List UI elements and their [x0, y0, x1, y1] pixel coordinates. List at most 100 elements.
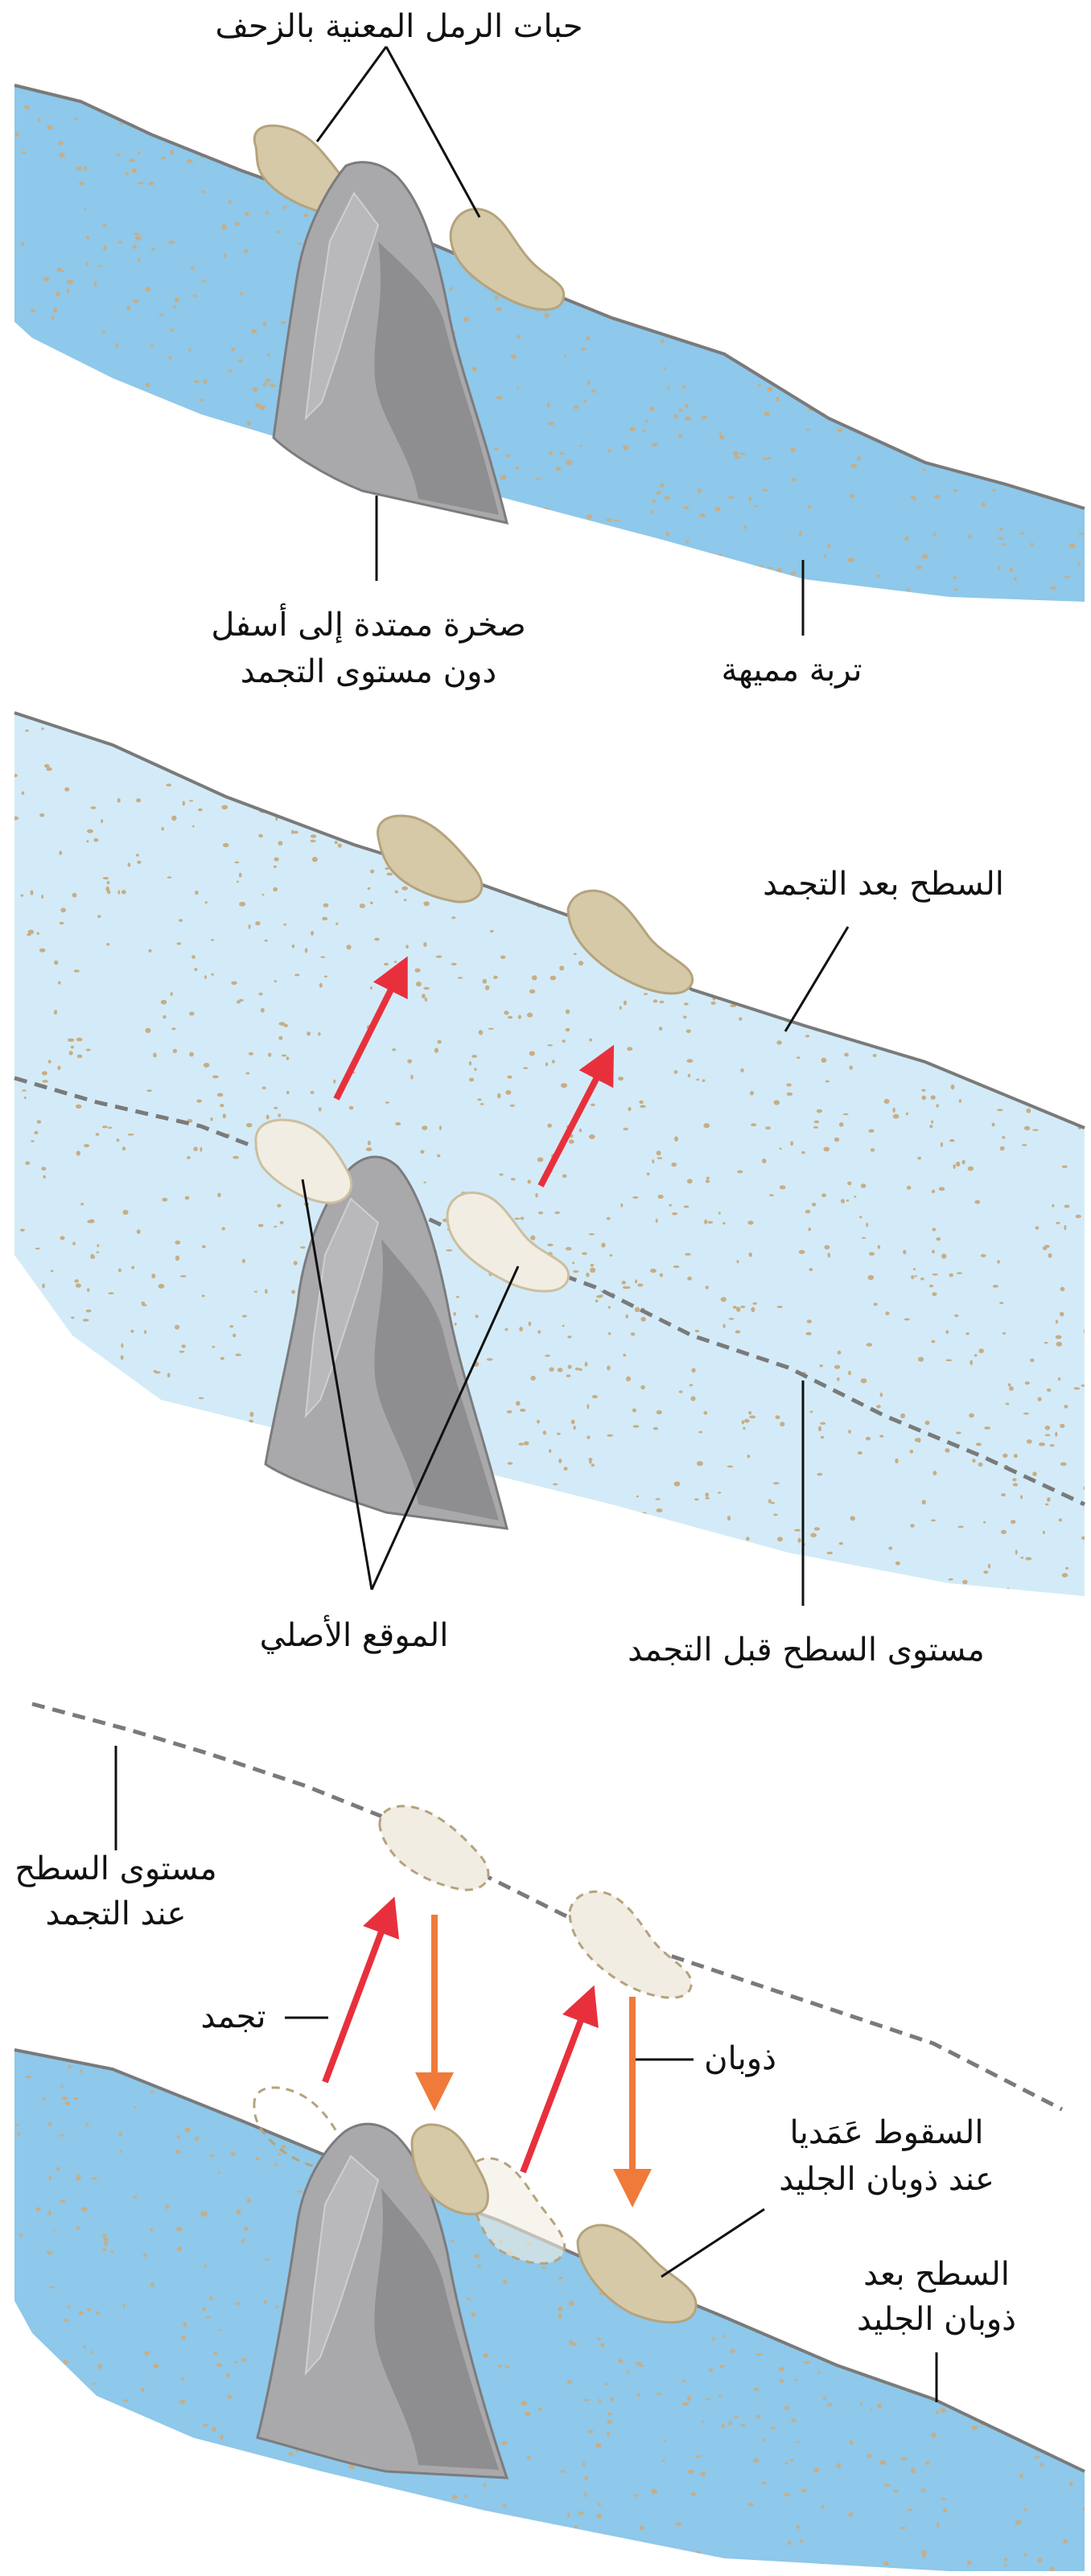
- soil-speck: [643, 2208, 648, 2214]
- soil-speck: [262, 479, 267, 484]
- soil-speck: [261, 1086, 266, 1090]
- soil-speck: [494, 447, 500, 451]
- soil-speck: [268, 441, 273, 446]
- soil-speck: [476, 1590, 479, 1594]
- soil-speck: [610, 2168, 615, 2173]
- soil-speck: [696, 1461, 703, 1467]
- soil-speck: [795, 254, 801, 257]
- soil-speck: [900, 906, 904, 911]
- soil-speck: [465, 2070, 469, 2073]
- soil-speck: [231, 981, 237, 986]
- soil-speck: [321, 578, 328, 581]
- soil-speck: [682, 2401, 689, 2406]
- soil-speck: [742, 596, 745, 601]
- soil-speck: [44, 1449, 48, 1455]
- soil-speck: [433, 526, 438, 531]
- soil-speck: [628, 118, 633, 123]
- soil-speck: [944, 268, 949, 272]
- soil-speck: [569, 2301, 574, 2306]
- soil-speck: [867, 777, 871, 783]
- soil-speck: [895, 1582, 902, 1586]
- soil-speck: [587, 380, 591, 385]
- soil-speck: [678, 1390, 683, 1393]
- soil-speck: [858, 2059, 863, 2061]
- soil-speck: [587, 2430, 594, 2434]
- soil-speck: [687, 2470, 694, 2474]
- soil-speck: [218, 2329, 221, 2331]
- soil-speck: [796, 1056, 801, 1059]
- soil-speck: [76, 2226, 80, 2230]
- soil-speck: [707, 282, 713, 286]
- soil-speck: [50, 2560, 53, 2563]
- soil-speck: [1022, 739, 1026, 743]
- soil-speck: [107, 890, 111, 895]
- soil-speck: [733, 451, 739, 457]
- soil-speck: [107, 1383, 114, 1387]
- soil-speck: [750, 337, 755, 340]
- soil-speck: [675, 786, 681, 790]
- soil-speck: [294, 772, 300, 775]
- soil-speck: [1024, 2508, 1027, 2512]
- soil-speck: [443, 719, 447, 722]
- soil-speck: [623, 1000, 627, 1006]
- soil-speck: [90, 1253, 95, 1259]
- soil-speck: [42, 2475, 49, 2479]
- soil-speck: [630, 574, 636, 579]
- soil-speck: [318, 1032, 321, 1036]
- soil-speck: [699, 713, 706, 715]
- soil-speck: [79, 2383, 83, 2388]
- soil-speck: [35, 567, 42, 573]
- soil-speck: [1022, 253, 1027, 257]
- soil-speck: [1034, 2455, 1040, 2459]
- soil-speck: [1054, 2311, 1060, 2314]
- soil-speck: [320, 556, 326, 560]
- soil-speck: [286, 113, 293, 117]
- soil-speck: [998, 720, 1002, 725]
- soil-speck: [719, 109, 723, 113]
- soil-speck: [837, 428, 843, 433]
- soil-speck: [200, 2212, 207, 2217]
- soil-speck: [267, 353, 270, 356]
- soil-speck: [1004, 2557, 1008, 2562]
- soil-speck: [498, 2364, 502, 2368]
- soil-speck: [205, 2316, 212, 2319]
- soil-speck: [248, 1051, 253, 1056]
- soil-speck: [391, 93, 395, 97]
- soil-speck: [982, 1520, 986, 1524]
- soil-speck: [662, 1598, 665, 1600]
- soil-speck: [566, 460, 573, 465]
- soil-speck: [46, 2251, 53, 2255]
- soil-speck: [396, 751, 402, 756]
- soil-speck: [663, 367, 666, 370]
- soil-speck: [686, 1059, 694, 1063]
- soil-speck: [840, 590, 845, 594]
- soil-speck: [827, 1253, 831, 1258]
- soil-speck: [401, 2050, 406, 2051]
- soil-speck: [226, 2372, 229, 2378]
- soil-speck: [928, 343, 933, 348]
- soil-speck: [636, 1495, 640, 1498]
- soil-speck: [1003, 97, 1008, 101]
- soil-speck: [266, 1114, 270, 1120]
- soil-speck: [612, 887, 617, 891]
- soil-speck: [64, 2318, 69, 2323]
- soil-speck: [273, 887, 278, 892]
- soil-speck: [496, 2534, 502, 2538]
- soil-speck: [906, 587, 909, 592]
- soil-speck: [682, 2092, 688, 2097]
- soil-speck: [655, 1498, 661, 1500]
- soil-speck: [245, 2555, 249, 2558]
- soil-speck: [268, 501, 274, 506]
- soil-speck: [150, 344, 154, 348]
- soil-speck: [1002, 1136, 1006, 1139]
- soil-speck: [109, 2250, 114, 2253]
- soil-speck: [1011, 202, 1015, 208]
- soil-speck: [727, 349, 733, 355]
- soil-speck: [894, 211, 900, 216]
- soil-speck: [624, 204, 628, 209]
- soil-speck: [1078, 2361, 1082, 2366]
- soil-speck: [1049, 1444, 1055, 1447]
- soil-speck: [136, 854, 139, 857]
- soil-speck: [101, 1503, 107, 1506]
